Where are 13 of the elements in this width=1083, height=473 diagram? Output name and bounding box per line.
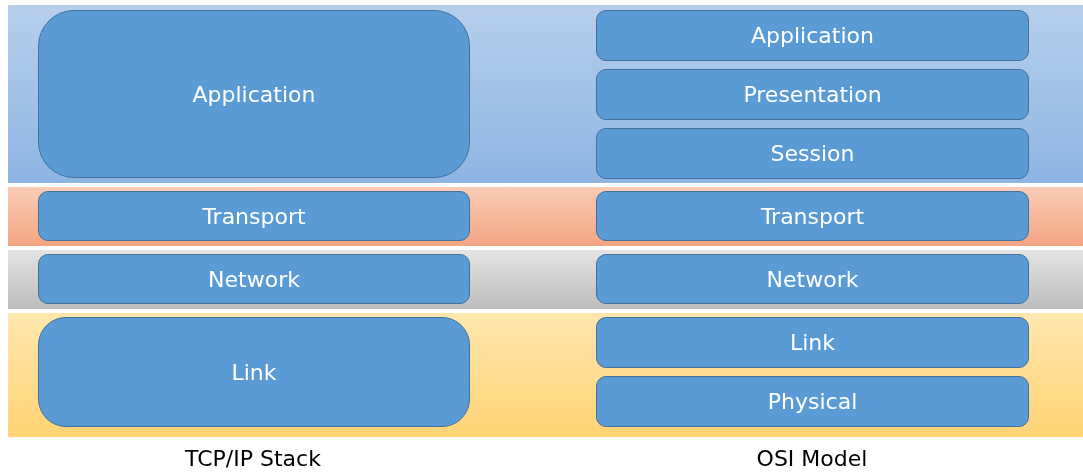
layer-box: Link <box>596 317 1029 368</box>
layer-box: Application <box>38 10 470 178</box>
layer-box: Transport <box>596 191 1029 241</box>
layer-box: Application <box>596 10 1029 61</box>
layer-box: Presentation <box>596 69 1029 120</box>
layer-box: Transport <box>38 191 470 241</box>
column-caption: TCP/IP Stack <box>185 446 321 471</box>
column-caption: OSI Model <box>756 446 868 471</box>
layer-box: Network <box>596 254 1029 304</box>
layer-box: Session <box>596 128 1029 179</box>
layer-box: Link <box>38 317 470 427</box>
layer-box: Physical <box>596 376 1029 427</box>
layer-box: Network <box>38 254 470 304</box>
